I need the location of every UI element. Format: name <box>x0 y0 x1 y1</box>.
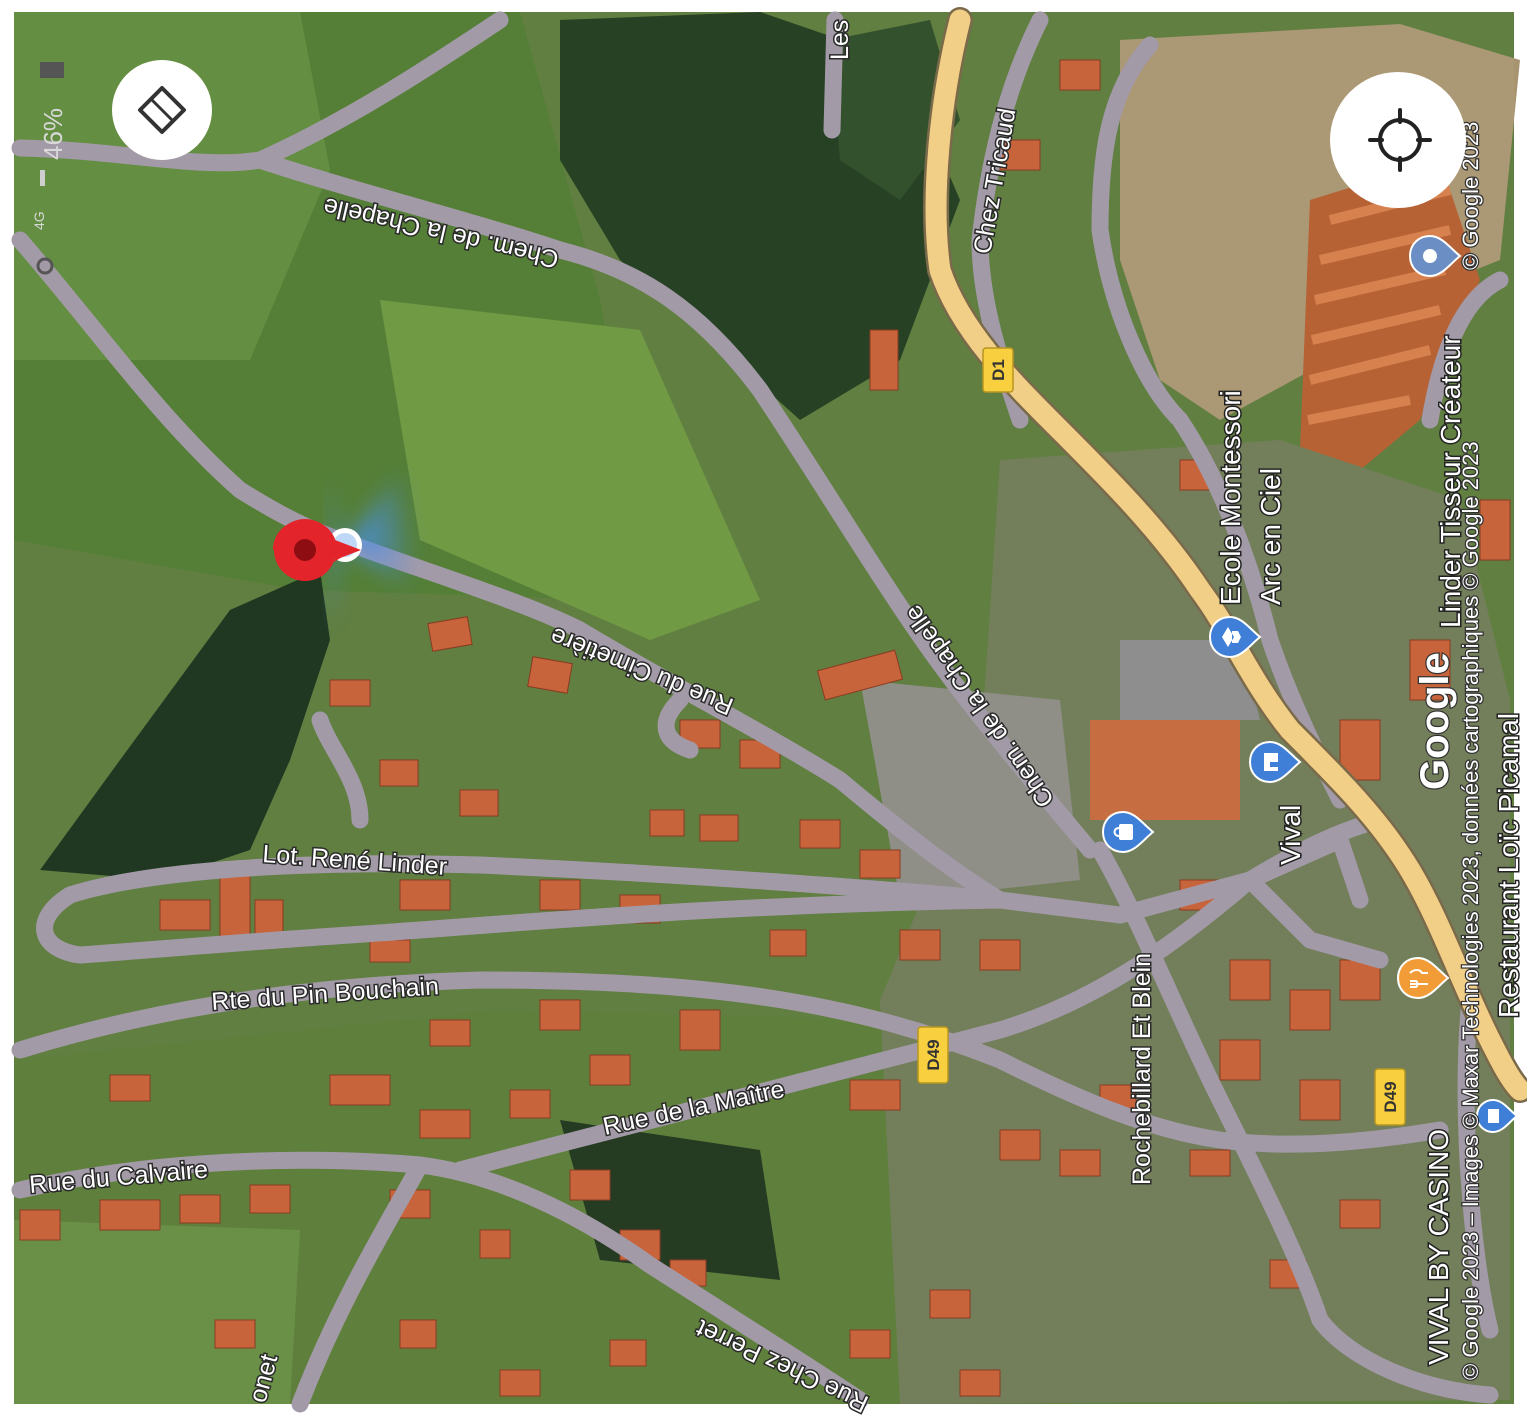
route-shield-d49-b: D49 <box>1374 1068 1406 1126</box>
fork-knife-icon <box>1396 956 1450 1000</box>
battery-icon <box>40 62 64 78</box>
store-icon <box>1248 740 1302 784</box>
map-pin-icon <box>1408 234 1462 278</box>
svg-text:D1: D1 <box>989 359 1008 381</box>
poi-ecole-montessori[interactable]: Ecole Montessori Arc en Ciel <box>1208 389 1288 659</box>
my-location-button[interactable] <box>1330 72 1466 208</box>
direction-diamond-icon <box>138 86 186 134</box>
poi-shop[interactable] <box>1101 810 1155 854</box>
poi-restaurant[interactable]: Restaurant Loïc Picamal <box>1396 711 1526 1020</box>
school-icon <box>1208 615 1262 659</box>
route-shield-d49-a: D49 <box>917 1026 949 1084</box>
forest-area <box>40 570 330 880</box>
crosshair-icon <box>1368 108 1432 172</box>
location-status-icon <box>36 257 54 275</box>
attribution-line2: © Google 2023 <box>1458 122 1483 270</box>
poi-ecole-line1: Ecole Montessori <box>1215 390 1246 605</box>
map-attribution: Google © Google 2023 – Images © Maxar Te… <box>1412 120 1485 1381</box>
attribution-line1: © Google 2023 – Images © Maxar Technolog… <box>1458 441 1483 1380</box>
label-les-partial: Les <box>826 20 854 60</box>
poi-restaurant-label: Restaurant Loïc Picamal <box>1493 713 1524 1018</box>
status-battery: 46% <box>38 108 68 160</box>
poi-vival[interactable]: Vival <box>1248 740 1308 867</box>
label-onet-partial: onet <box>244 1351 284 1405</box>
compass-button[interactable] <box>112 60 212 160</box>
map-pin-icon[interactable] <box>273 519 361 581</box>
poi-ecole-line2: Arc en Ciel <box>1255 468 1286 605</box>
route-shield-d1: D1 <box>982 347 1014 393</box>
poi-linder-label: Linder Tisseur Créateur <box>1435 335 1466 628</box>
poi-vival-casino-label: VIVAL BY CASINO <box>1423 1129 1454 1365</box>
svg-text:D49: D49 <box>924 1039 943 1070</box>
status-bar: 46% 4G <box>31 62 68 275</box>
status-network: 4G <box>31 211 47 230</box>
svg-text:D49: D49 <box>1381 1081 1400 1112</box>
road-network <box>11 11 1509 1413</box>
poi-vival-label: Vival <box>1275 805 1306 865</box>
shopping-bag-icon <box>1101 810 1155 854</box>
poi-linder[interactable]: Linder Tisseur Créateur <box>1408 234 1468 630</box>
label-rochebillard: Rochebillard Et Blein <box>1128 953 1156 1185</box>
store-icon[interactable] <box>1475 1098 1519 1134</box>
signal-icon <box>40 170 45 186</box>
google-logo: Google <box>1413 652 1457 790</box>
